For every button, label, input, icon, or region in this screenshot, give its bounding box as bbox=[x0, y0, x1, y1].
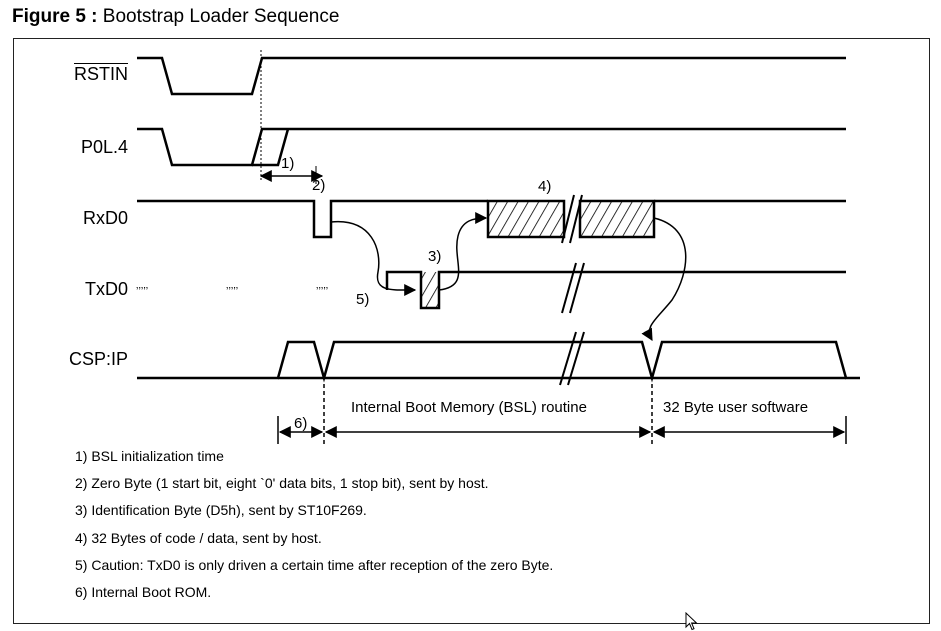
txd0-break-line-2 bbox=[569, 262, 585, 314]
cspip-waveform bbox=[137, 340, 860, 383]
rxd0-break-line-2 bbox=[569, 194, 583, 244]
txd0-undriven-mark-1: ʼʼʼʼʼ bbox=[136, 286, 148, 298]
marker-1: 1) bbox=[281, 155, 295, 172]
cspip-break-line-1 bbox=[559, 331, 577, 386]
signal-label-p0l4: P0L.4 bbox=[80, 137, 128, 157]
txd0-waveform bbox=[385, 270, 846, 310]
signal-label-rstin: RSTIN bbox=[10, 64, 128, 85]
txd0-id-byte-hatch bbox=[421, 272, 439, 308]
marker-3: 3) bbox=[428, 248, 442, 265]
rxd0-code-block-a bbox=[486, 199, 566, 239]
arrow-zero-byte-to-txd0 bbox=[330, 221, 417, 297]
cspip-break-line-2 bbox=[567, 331, 585, 386]
txd0-undriven-mark-2: ʼʼʼʼʼ bbox=[226, 286, 238, 298]
note-3: 3) Identification Byte (D5h), sent by ST… bbox=[75, 502, 367, 518]
diagram-frame bbox=[13, 38, 930, 624]
figure-title: Figure 5 : Bootstrap Loader Sequence bbox=[12, 6, 339, 28]
signal-label-cspip: CSP:IP bbox=[68, 349, 128, 369]
figure-number: Figure 5 : bbox=[12, 6, 98, 27]
note-5: 5) Caution: TxD0 is only driven a certai… bbox=[75, 557, 554, 573]
phase-label-user: 32 Byte user software bbox=[663, 399, 809, 416]
mouse-pointer-icon bbox=[685, 612, 698, 631]
arrow-code-to-cspip bbox=[641, 217, 687, 342]
marker-5: 5) bbox=[356, 291, 370, 308]
note-2: 2) Zero Byte (1 start bit, eight `0' dat… bbox=[75, 475, 489, 491]
signal-label-txd0: TxD0 bbox=[84, 279, 128, 299]
p0l4-waveform bbox=[137, 127, 846, 167]
rxd0-break-line-1 bbox=[561, 194, 575, 244]
txd0-undriven-mark-3: ʼʼʼʼʼ bbox=[316, 286, 328, 298]
marker-2: 2) bbox=[312, 177, 326, 194]
p0l4-late-edge bbox=[252, 128, 290, 167]
note-6: 6) Internal Boot ROM. bbox=[75, 584, 212, 600]
rstin-waveform bbox=[137, 56, 846, 96]
note-1: 1) BSL initialization time bbox=[75, 448, 224, 464]
marker-4: 4) bbox=[538, 178, 552, 195]
marker-6: 6) bbox=[294, 415, 308, 432]
signal-name: RSTIN bbox=[74, 64, 128, 84]
rxd0-waveform bbox=[137, 199, 488, 239]
rxd0-code-block-b bbox=[578, 199, 656, 239]
figure-title-text: Bootstrap Loader Sequence bbox=[102, 6, 340, 27]
txd0-break-line-1 bbox=[561, 262, 577, 314]
signal-label-rxd0: RxD0 bbox=[82, 208, 128, 228]
note-4: 4) 32 Bytes of code / data, sent by host… bbox=[75, 530, 322, 546]
arrow-id-byte-to-rxd0 bbox=[438, 212, 488, 291]
phase-label-bsl: Internal Boot Memory (BSL) routine bbox=[351, 399, 587, 416]
